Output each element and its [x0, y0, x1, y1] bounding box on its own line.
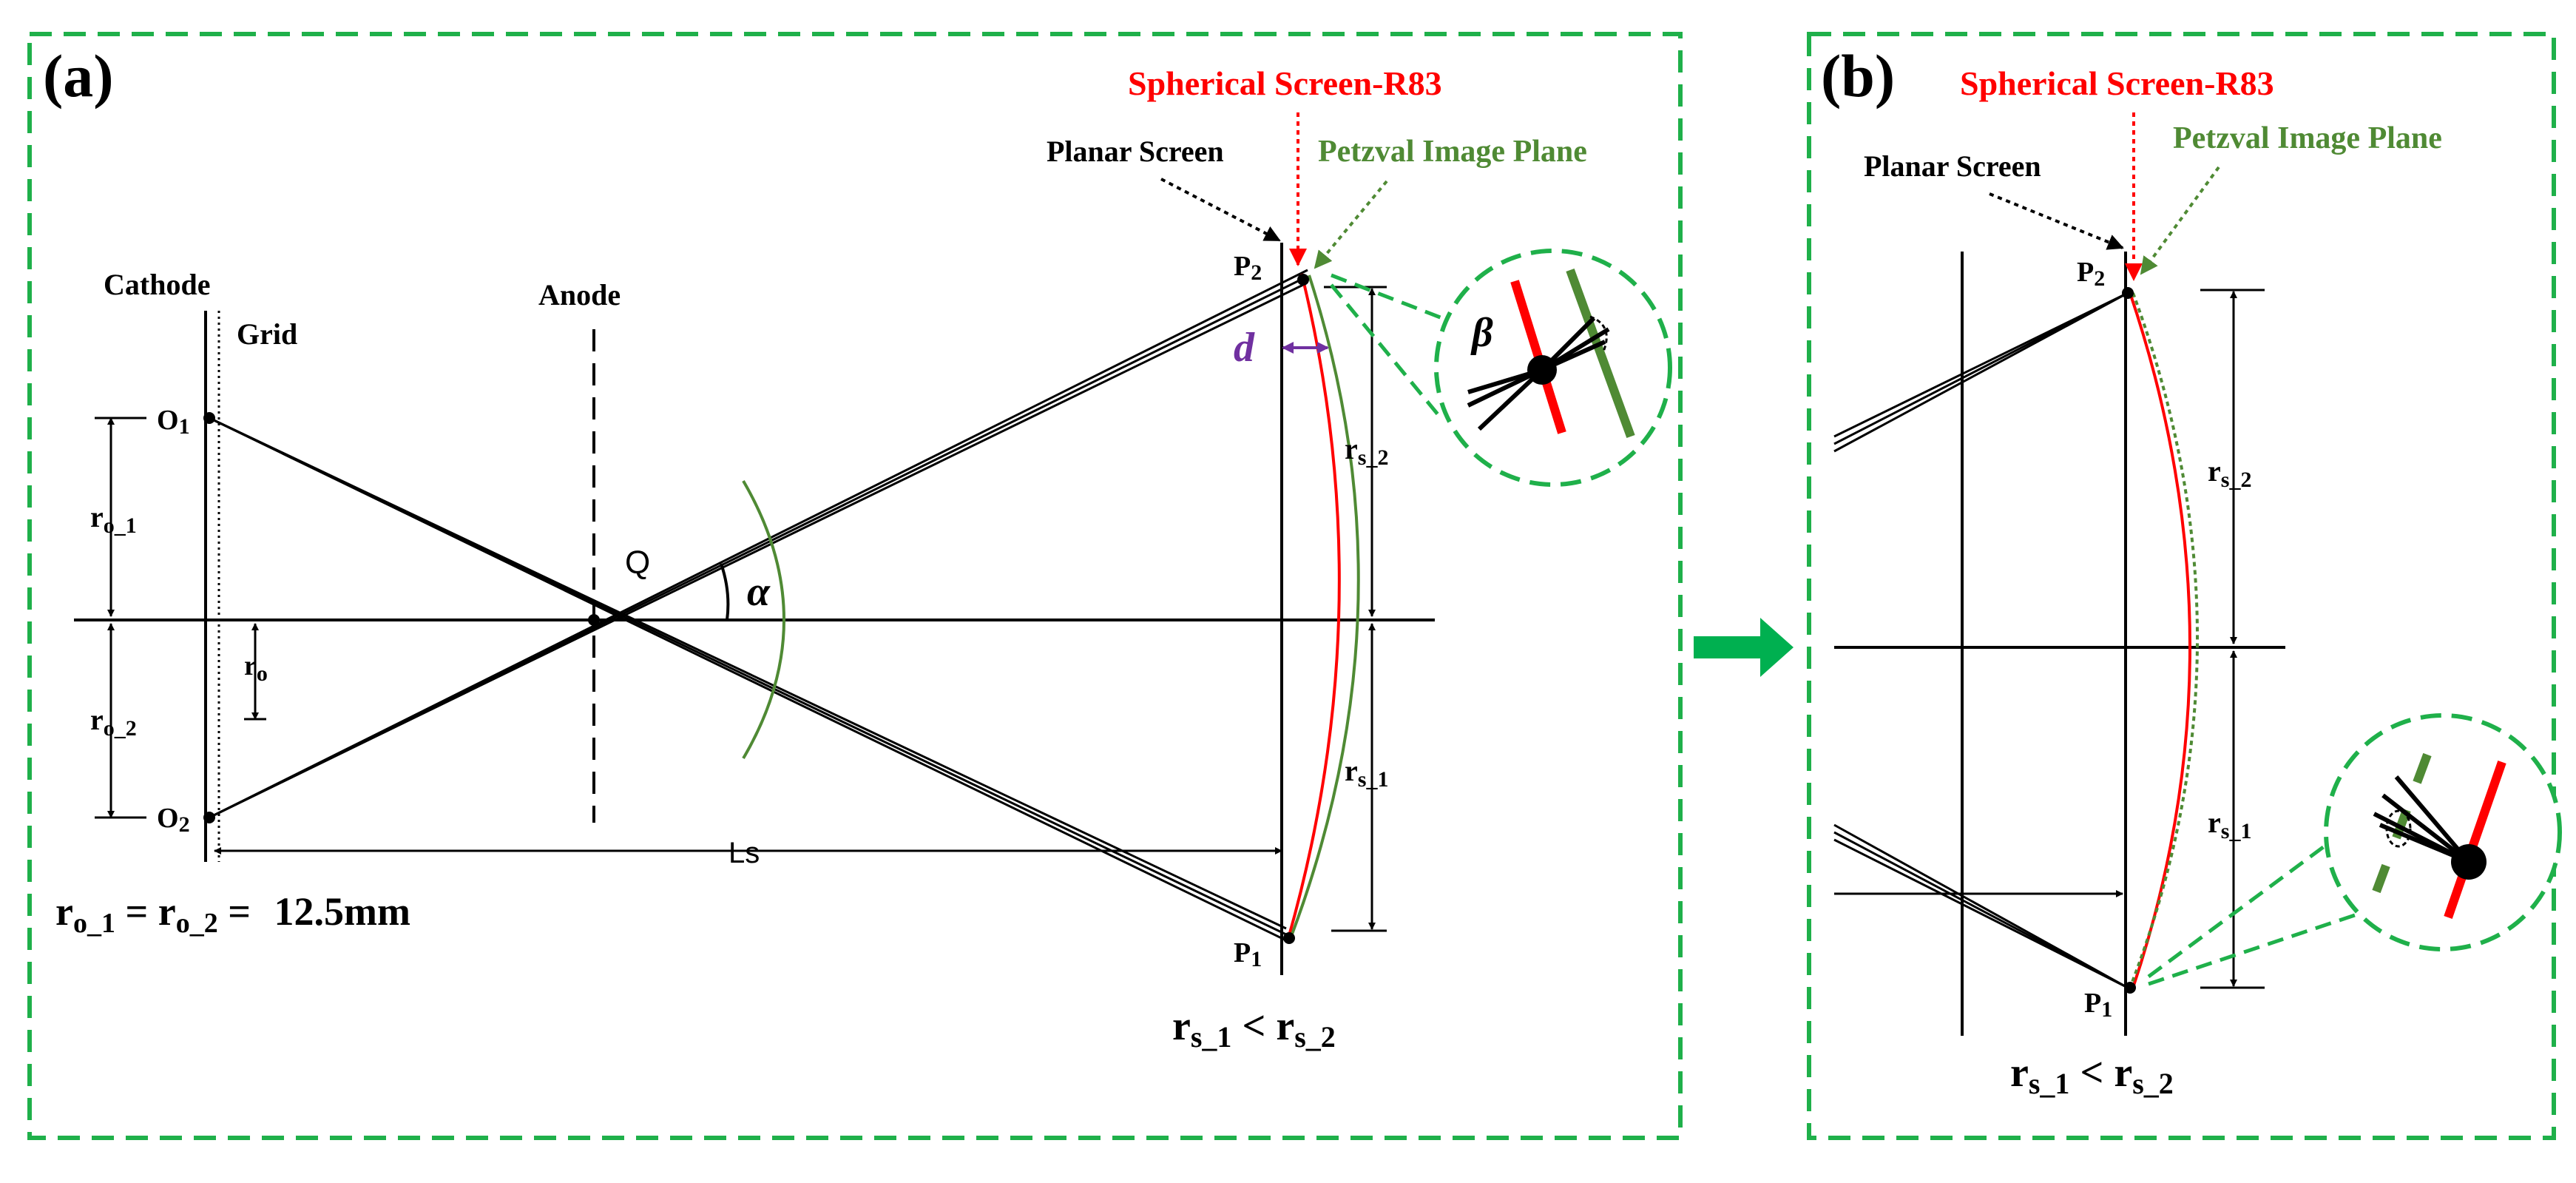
ro-label: ro	[244, 650, 268, 686]
inset-beta-arc-b	[2385, 809, 2412, 848]
petzval-arrow-b	[2140, 166, 2220, 275]
inset-green-plane-a	[1566, 268, 1635, 439]
cathode-label: Cathode	[104, 268, 210, 301]
alpha-label: α	[747, 569, 771, 615]
transition-arrow	[1694, 618, 1794, 677]
rs2-label-b: rs_2	[2208, 454, 2251, 492]
spherical-screen-a	[1287, 273, 1341, 939]
panel-a-label: (a)	[43, 42, 114, 109]
rs-inequality-a: rs_1 < rs_2	[1172, 1003, 1336, 1054]
o1-point	[203, 412, 215, 424]
spherical-screen-b	[2129, 292, 2191, 988]
petzval-plane-a	[1289, 274, 1360, 939]
alpha-angle-arc	[720, 563, 730, 621]
petzval-arrow-a	[1314, 180, 1388, 269]
p1-label: P1	[1234, 937, 1262, 971]
spherical-screen-label-a: Spherical Screen-R83	[1128, 64, 1442, 102]
rs1-label-b: rs_1	[2208, 806, 2251, 843]
rs2-label-a: rs_2	[1345, 432, 1388, 470]
panel-a-border	[27, 32, 1683, 1140]
zoom-connector-b2	[2148, 911, 2360, 986]
beta-label: β	[1470, 310, 1493, 356]
p2-point-b	[2122, 287, 2134, 299]
rays-upper-b	[1833, 291, 2129, 453]
planar-screen-arrow-b	[1989, 192, 2124, 250]
ro-equation: ro_1 = ro_2 = 12.5mm	[55, 889, 410, 939]
inset-green-plane-b	[2372, 752, 2432, 894]
o2-point	[203, 812, 215, 823]
rays-lower-b	[1833, 823, 2129, 989]
q-point	[588, 614, 600, 626]
panel-b-label: (b)	[1821, 42, 1895, 109]
o2-label: O2	[157, 803, 190, 837]
rs-inequality-b: rs_1 < rs_2	[2010, 1050, 2174, 1100]
anode-label: Anode	[538, 278, 621, 311]
d-label: d	[1234, 325, 1255, 371]
grid-label: Grid	[237, 317, 297, 351]
petzval-plane-b	[2129, 292, 2199, 988]
p2-label: P2	[1234, 251, 1262, 285]
inset-red-screen-b	[2444, 761, 2506, 919]
ro2-label: ro_2	[90, 703, 137, 741]
zoom-connector-a2	[1330, 283, 1439, 416]
zoom-connector-a1	[1331, 273, 1443, 320]
inset-beta-arc-a	[1589, 315, 1608, 352]
q-label: Q	[625, 545, 650, 581]
petzval-label-b: Petzval Image Plane	[2173, 121, 2442, 155]
p2-label-b: P2	[2077, 257, 2105, 291]
p1-point-b	[2124, 982, 2136, 994]
ro-dimension-lines	[95, 417, 146, 819]
inset-point-a	[1527, 355, 1557, 385]
spherical-screen-label-b: Spherical Screen-R83	[1960, 64, 2274, 102]
planar-screen-label-a: Planar Screen	[1047, 135, 1224, 168]
p1-label-b: P1	[2084, 988, 2112, 1022]
panel-b-border	[1807, 32, 2556, 1140]
p1-point	[1283, 932, 1295, 944]
rays-o2-to-p2	[209, 269, 1308, 819]
rs-dimension-lines-a	[1324, 286, 1387, 932]
alpha-arc	[742, 479, 785, 760]
rs-dimension-lines-b	[2200, 289, 2265, 989]
o1-label: O1	[157, 405, 190, 439]
planar-screen-arrow-a	[1160, 178, 1281, 242]
ro-small-dimension	[244, 623, 266, 721]
ls-label: Ls	[728, 837, 760, 869]
inset-point-b	[2451, 844, 2487, 880]
rs1-label-a: rs_1	[1345, 754, 1388, 792]
zoom-connector-b1	[2147, 841, 2330, 979]
petzval-label-a: Petzval Image Plane	[1318, 135, 1587, 169]
p2-point	[1297, 274, 1309, 286]
ro1-label: ro_1	[90, 500, 137, 538]
planar-screen-label-b: Planar Screen	[1864, 149, 2041, 183]
